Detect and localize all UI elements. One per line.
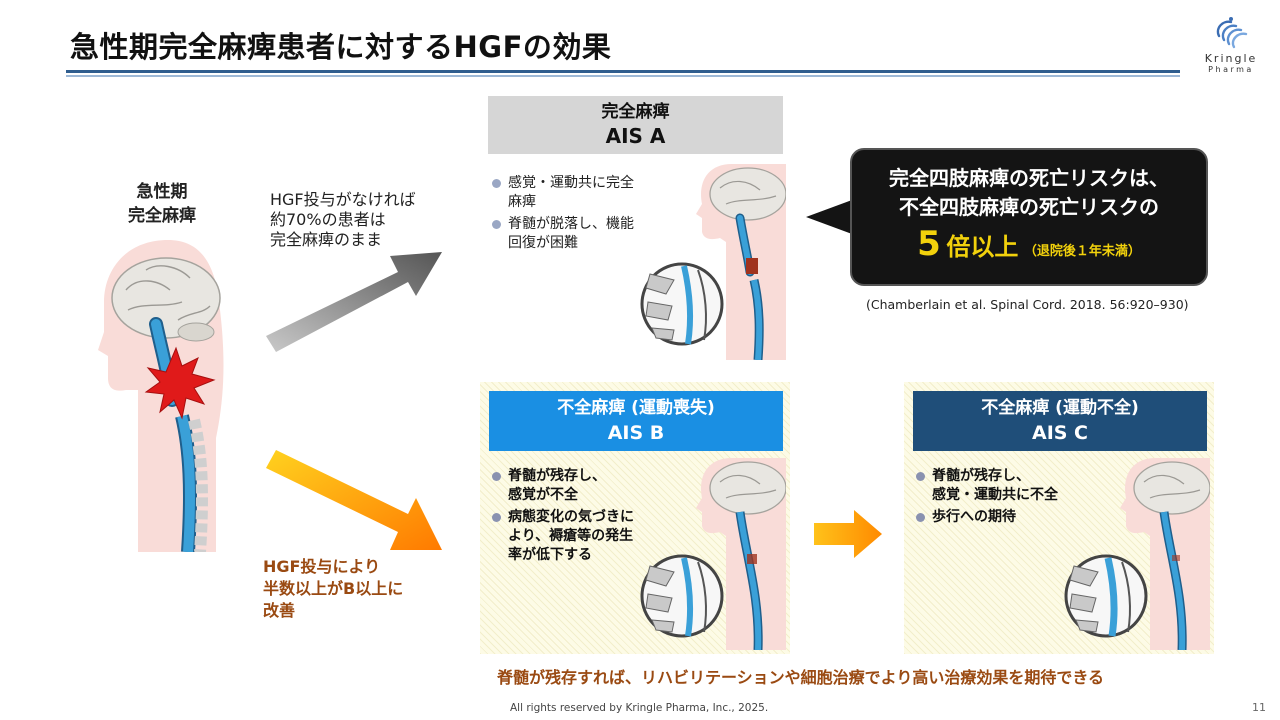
ais-b-title: 不全麻痺 (運動喪失) [557,398,715,418]
callout-line2: 不全四肢麻痺の死亡リスクの [899,195,1159,219]
no-hgf-line3: 完全麻痺のまま [270,230,383,249]
ais-c-bullets: 脊髄が残存し、 感覚・運動共に不全 歩行への期待 [914,467,1104,530]
risk-callout: 完全四肢麻痺の死亡リスクは、 不全四肢麻痺の死亡リスクの 5 倍以上 （退院後１… [850,148,1208,286]
injury-burst-icon [144,346,216,420]
callout-line1: 完全四肢麻痺の死亡リスクは、 [889,166,1169,190]
hgf-line1: HGF投与により [263,557,381,576]
ais-b-illustration [640,458,786,650]
list-item: 感覚・運動共に完全 麻痺 [490,174,660,212]
spine-crosssection-icon [1064,554,1148,638]
ais-b-header: 不全麻痺 (運動喪失) AIS B [489,391,783,451]
list-item: 病態変化の気づきに より、褥瘡等の発生 率が低下する [490,508,660,565]
copyright-footer: All rights reserved by Kringle Pharma, I… [510,702,769,714]
callout-suffix: 倍以上 [946,233,1019,261]
ais-a-illustration [640,164,786,360]
acute-phase-label: 急性期 完全麻痺 [100,180,224,228]
no-hgf-line2: 約70%の患者は [270,210,386,229]
right-arrow-icon [814,510,882,558]
title-underline-light [66,75,1180,77]
bottom-note: 脊髄が残存すれば、リハビリテーションや細胞治療でより高い治療効果を期待できる [497,668,1105,687]
hgf-line2: 半数以上がB以上に [263,579,404,598]
ais-b-bullets: 脊髄が残存し、 感覚が不全 病態変化の気づきに より、褥瘡等の発生 率が低下する [490,467,660,568]
acute-phase-line1: 急性期 [136,182,188,202]
page-title: 急性期完全麻痺患者に対するHGFの効果 [70,30,612,64]
hgf-text: HGF投与により 半数以上がB以上に 改善 [263,556,403,622]
spine-crosssection-icon [640,554,724,638]
logo-sub: Pharma [1208,65,1254,74]
list-item: 歩行への期待 [914,508,1104,527]
orange-arrow-icon [266,450,442,550]
page-number: 11 [1252,701,1266,714]
list-item: 脊髄が残存し、 感覚が不全 [490,467,660,505]
ais-a-grade: AIS A [605,124,666,148]
logo-name: Kringle [1204,52,1258,65]
list-item: 脊髄が脱落し、機能 回復が困難 [490,215,660,253]
no-hgf-text: HGF投与がなければ 約70%の患者は 完全麻痺のまま [270,190,416,250]
callout-note: （退院後１年未満） [1023,244,1141,259]
ais-c-illustration [1064,458,1210,650]
callout-number: 5 [917,224,941,264]
callout-tail [806,200,852,234]
ais-a-title: 完全麻痺 [601,102,670,122]
ais-c-title: 不全麻痺 (運動不全) [981,398,1139,418]
list-item: 脊髄が残存し、 感覚・運動共に不全 [914,467,1104,505]
hgf-line3: 改善 [263,601,296,620]
head-spine-illustration [98,240,224,552]
title-underline [66,70,1180,73]
kringle-logo: Kringle Pharma [1195,14,1267,86]
spine-crosssection-icon [640,262,724,346]
ais-a-header: 完全麻痺 AIS A [488,96,783,154]
no-hgf-line1: HGF投与がなければ [270,190,416,209]
gray-arrow-icon [266,252,442,352]
ais-c-header: 不全麻痺 (運動不全) AIS C [913,391,1207,451]
ais-a-bullets: 感覚・運動共に完全 麻痺 脊髄が脱落し、機能 回復が困難 [490,174,660,256]
acute-phase-line2: 完全麻痺 [128,206,196,226]
kringle-logo-icon [1216,17,1248,49]
citation: (Chamberlain et al. Spinal Cord. 2018. 5… [866,297,1189,312]
ais-b-grade: AIS B [607,422,665,444]
ais-c-grade: AIS C [1031,422,1089,444]
